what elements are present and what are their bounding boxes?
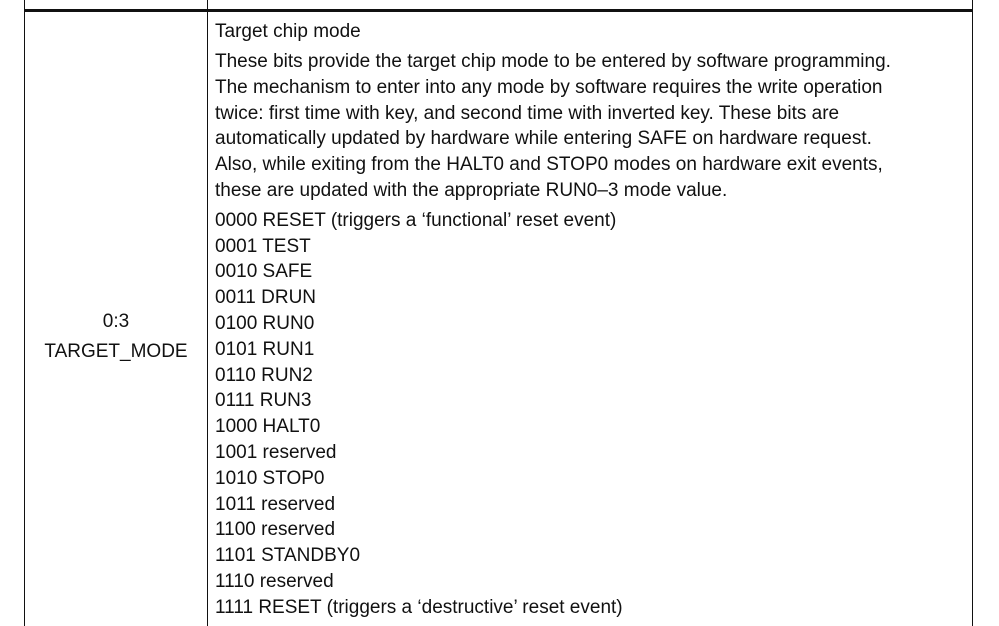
column-divider-middle [207,0,208,11]
mode-value-list: 0000 RESET (triggers a ‘functional’ rese… [215,208,972,621]
description-line: automatically updated by hardware while … [215,128,872,150]
description-paragraph: These bits provide the target chip mode … [215,49,972,204]
mode-value-item: 1110 reserved [215,570,334,592]
mode-value-item: 0101 RUN1 [215,338,315,360]
mode-value-item: 0011 DRUN [215,287,317,309]
mode-value-item: 1010 STOP0 [215,467,325,489]
register-field-table: 0:3 TARGET_MODE Target chip mode These b… [24,12,973,626]
mode-value-item: 0100 RUN0 [215,312,315,334]
description-line: these are updated with the appropriate R… [215,179,728,201]
mode-value-item: 0001 TEST [215,235,311,257]
column-divider-right [972,0,973,11]
field-cell: 0:3 TARGET_MODE [25,12,208,626]
mode-value-item: 0110 RUN2 [215,364,313,386]
mode-value-item: 1111 RESET (triggers a ‘destructive’ res… [215,596,623,618]
column-divider-left [24,0,25,11]
mode-value-item: 1000 HALT0 [215,416,321,438]
field-bits: 0:3 [102,311,130,332]
mode-value-item: 1100 reserved [215,519,336,541]
mode-value-item: 0000 RESET (triggers a ‘functional’ rese… [215,209,617,231]
field-name: TARGET_MODE [44,341,188,362]
table-top-rule [24,9,973,12]
description-title: Target chip mode [215,21,361,42]
mode-value-item: 1011 reserved [215,493,336,515]
description-line: These bits provide the target chip mode … [215,51,891,72]
mode-value-item: 0111 RUN3 [215,390,312,412]
description-line: The mechanism to enter into any mode by … [215,76,883,98]
mode-value-item: 1101 STANDBY0 [215,545,361,567]
mode-value-item: 1001 reserved [215,441,337,463]
description-line: twice: first time with key, and second t… [215,102,840,124]
description-cell: Target chip mode These bits provide the … [208,12,972,626]
description-line: Also, while exiting from the HALT0 and S… [215,154,883,176]
mode-value-item: 0010 SAFE [215,261,313,283]
